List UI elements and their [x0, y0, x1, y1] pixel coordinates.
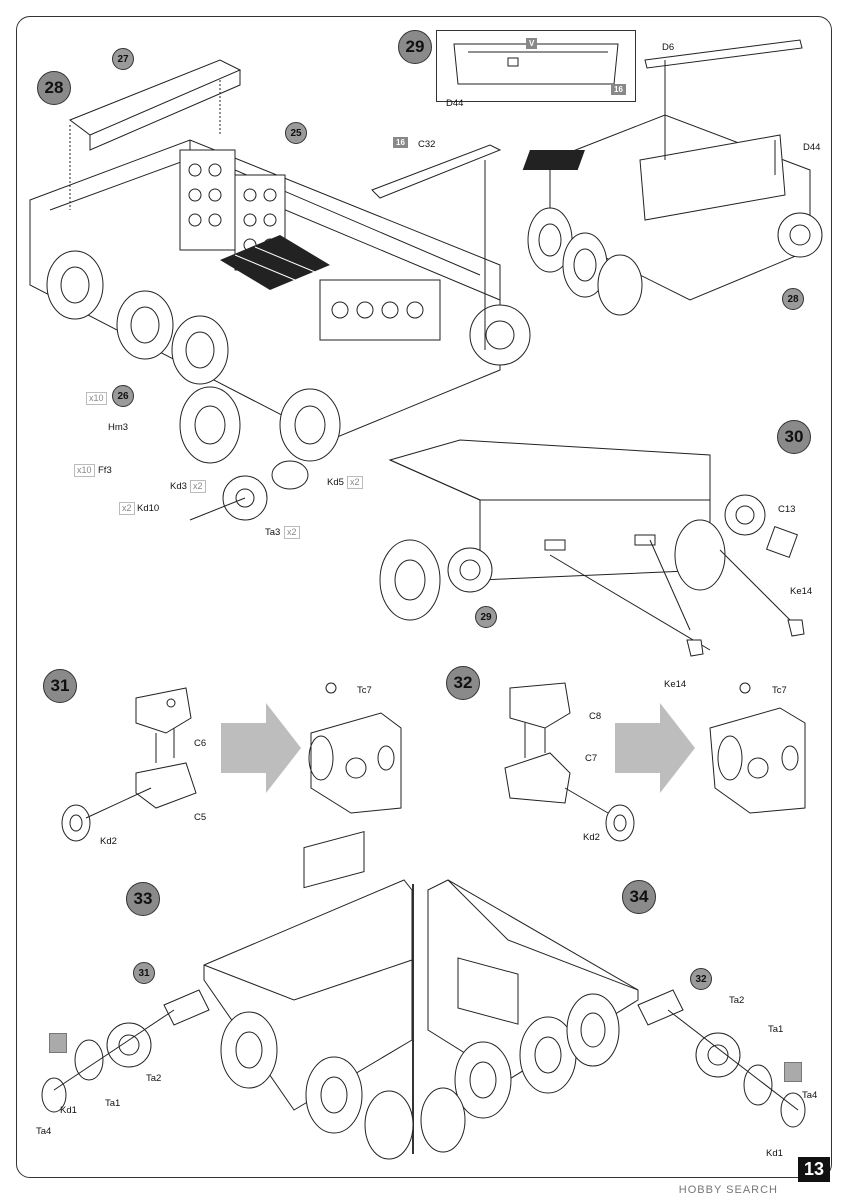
hull-assembly-drawing-28	[29, 59, 531, 521]
part-label-tc7-32: Tc7	[772, 685, 787, 696]
hull-rear-drawing-29	[522, 39, 823, 316]
part-label-ff3: Ff3	[98, 465, 112, 476]
part-label-kd10: Kd10	[137, 503, 160, 514]
subassembly-ref-26: 26	[112, 385, 134, 407]
part-label-hm3: Hm3	[108, 422, 129, 433]
suspension-part-drawing-31	[61, 682, 402, 842]
part-ke14-left	[686, 639, 704, 657]
step-number-34: 34	[622, 880, 656, 914]
part-label-ta2-34: Ta2	[729, 995, 745, 1006]
quantity-x10-a: x10	[86, 392, 107, 405]
part-label-ta4-33: Ta4	[36, 1126, 52, 1137]
step-number-33: 33	[126, 882, 160, 916]
part-label-ta1-34: Ta1	[768, 1024, 784, 1035]
watermark: HOBBY SEARCH	[678, 1184, 778, 1196]
step-number-30: 30	[777, 420, 811, 454]
part-label-kd5: Kd5	[327, 477, 344, 488]
cement-icon	[784, 1062, 802, 1082]
sprue-tag-16: 16	[393, 137, 408, 148]
part-label-kd3: Kd3	[170, 481, 187, 492]
subassembly-ref-28: 28	[782, 288, 804, 310]
part-label-kd2-32: Kd2	[583, 832, 600, 843]
part-label-ta4-34: Ta4	[802, 1090, 818, 1101]
part-label-kd1-33: Kd1	[60, 1105, 77, 1116]
part-label-c8: C8	[589, 711, 602, 722]
part-label-c5: C5	[194, 812, 207, 823]
quantity-x10-b: x10	[74, 464, 95, 477]
part-label-d44: D44	[803, 142, 821, 153]
suspension-part-drawing-32	[504, 682, 806, 842]
page-number: 13	[797, 1157, 830, 1182]
hull-front-drawing-33	[41, 830, 414, 1160]
sprue-tag-16-inset: 16	[611, 84, 626, 95]
step-number-29: 29	[398, 30, 432, 64]
part-label-kd1-34: Kd1	[766, 1148, 783, 1159]
part-label-tc7-31: Tc7	[357, 685, 372, 696]
subassembly-ref-29: 29	[475, 606, 497, 628]
part-label-ta2-33: Ta2	[146, 1073, 162, 1084]
part-label-ta1-33: Ta1	[105, 1098, 121, 1109]
detail-inset-29	[436, 30, 636, 102]
subassembly-ref-25: 25	[285, 122, 307, 144]
step-number-31: 31	[43, 669, 77, 703]
hull-front-drawing-34	[420, 879, 806, 1153]
quantity-x2-kd3: x2	[190, 480, 206, 493]
part-label-ke14-right: Ke14	[790, 586, 813, 597]
part-label-c32: C32	[418, 139, 436, 150]
part-label-kd2-31: Kd2	[100, 836, 117, 847]
subassembly-ref-31: 31	[133, 962, 155, 984]
part-label-c13: C13	[778, 504, 796, 515]
part-label-d6: D6	[662, 42, 675, 53]
part-label-c6: C6	[194, 738, 207, 749]
part-label-ke14-left: Ke14	[664, 679, 687, 690]
step-number-28: 28	[37, 71, 71, 105]
sprue-tag-v: V	[526, 38, 538, 49]
cement-icon	[49, 1033, 67, 1053]
subassembly-ref-32: 32	[690, 968, 712, 990]
part-label-ta3: Ta3	[265, 527, 281, 538]
panel-divider	[412, 884, 414, 1154]
part-label-c7: C7	[585, 753, 598, 764]
hull-underside-drawing-30	[379, 439, 799, 651]
quantity-x2-kd10: x2	[119, 502, 135, 515]
part-ke14-right	[787, 619, 805, 637]
quantity-x2-ta3: x2	[284, 526, 300, 539]
subassembly-ref-27: 27	[112, 48, 134, 70]
step-number-32: 32	[446, 666, 480, 700]
part-label-d44-inset: D44	[446, 98, 464, 109]
quantity-x2-kd5: x2	[347, 476, 363, 489]
